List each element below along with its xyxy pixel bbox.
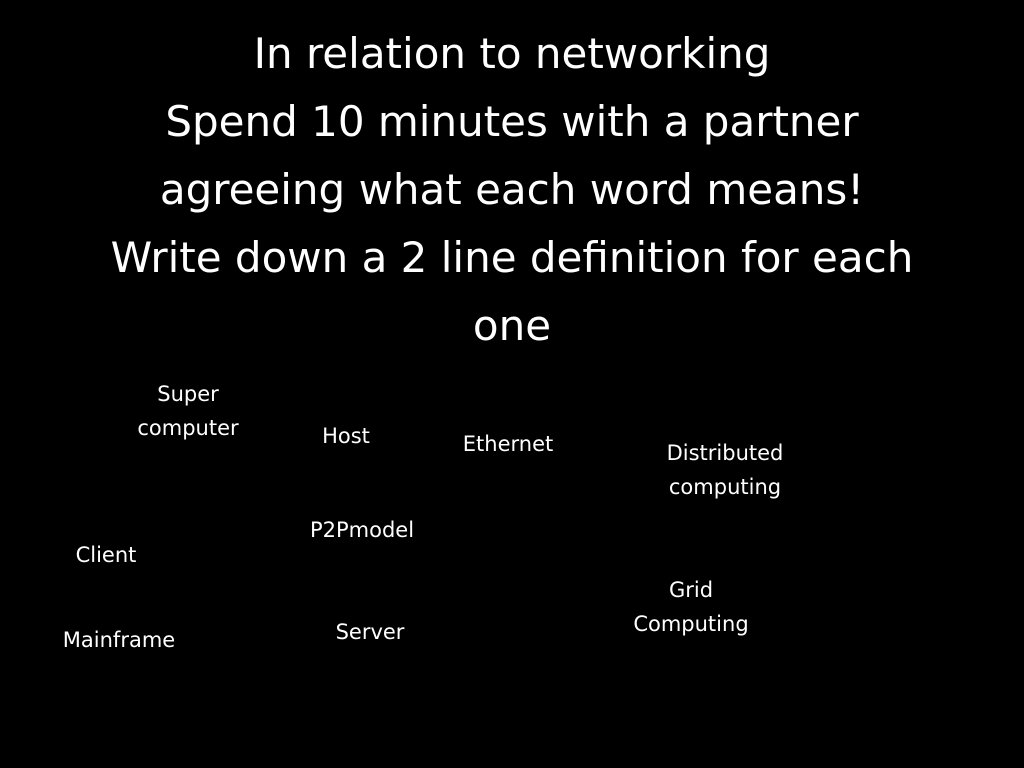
term-line: Grid: [668, 578, 714, 602]
term-line: Computing: [633, 612, 749, 636]
term-ethernet: Ethernet: [448, 427, 568, 461]
term-client: Client: [56, 538, 156, 572]
term-line: Ethernet: [462, 432, 554, 456]
slide-title: In relation to networking Spend 10 minut…: [40, 20, 984, 360]
term-host: Host: [296, 419, 396, 453]
term-line: computing: [668, 475, 782, 499]
term-line: Server: [335, 620, 405, 644]
term-p2pmodel: P2Pmodel: [292, 513, 432, 547]
term-distributed-computing: Distributed computing: [640, 436, 810, 504]
term-line: Distributed: [666, 441, 784, 465]
title-line: agreeing what each word means!: [159, 165, 865, 214]
term-grid-computing: Grid Computing: [616, 573, 766, 641]
term-line: Mainframe: [62, 628, 176, 652]
term-server: Server: [320, 615, 420, 649]
term-line: Super: [157, 382, 219, 406]
term-line: Host: [322, 424, 370, 448]
term-supercomputer: Super computer: [118, 377, 258, 445]
term-line: Client: [75, 543, 137, 567]
term-line: P2Pmodel: [309, 518, 415, 542]
term-line: computer: [137, 416, 239, 440]
term-mainframe: Mainframe: [44, 623, 194, 657]
title-line: one: [472, 301, 552, 350]
title-line: In relation to networking: [253, 29, 771, 78]
title-line: Write down a 2 line definition for each: [110, 233, 914, 282]
title-line: Spend 10 minutes with a partner: [165, 97, 859, 146]
